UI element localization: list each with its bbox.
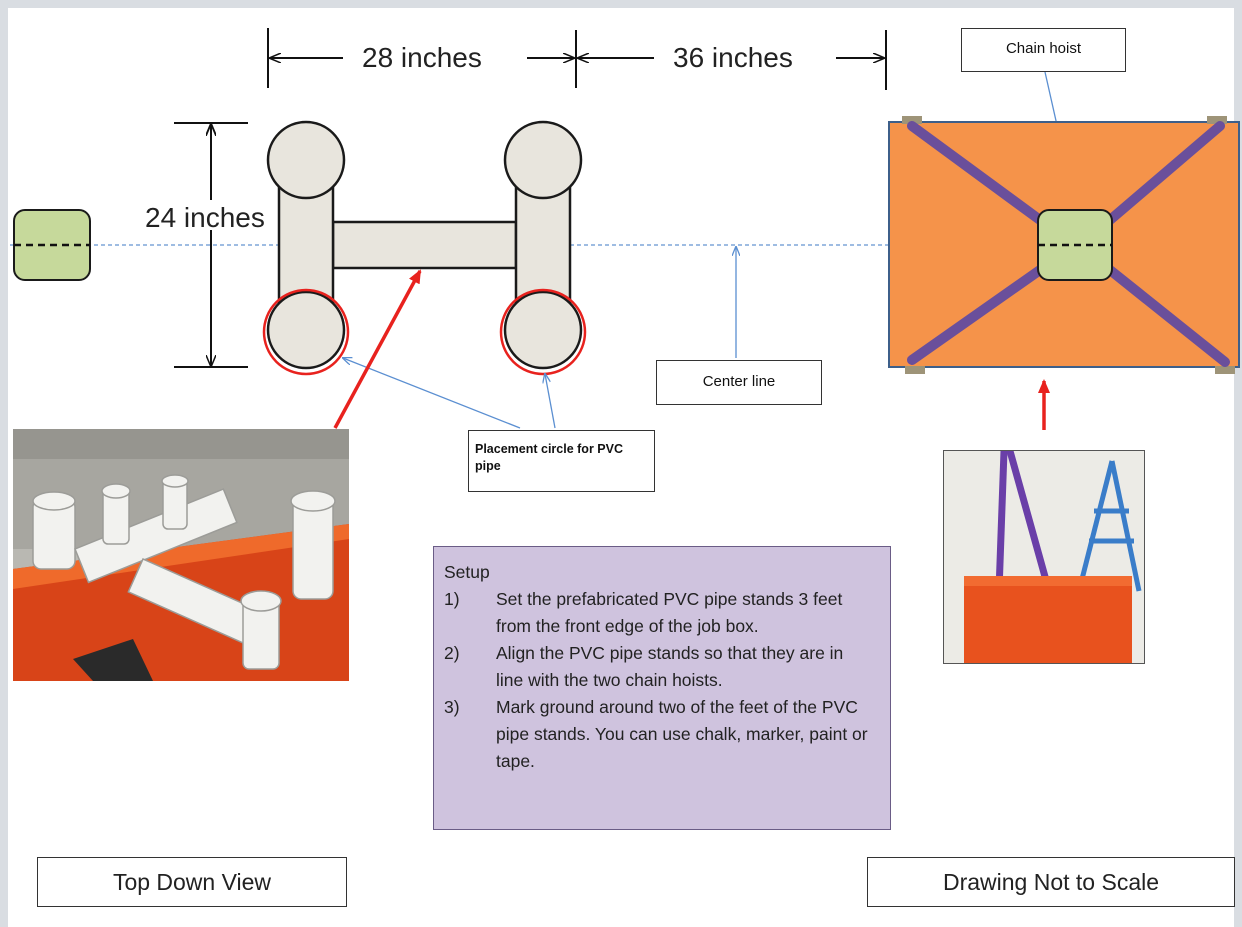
setup-step: 3) Mark ground around two of the feet of … (444, 694, 874, 775)
hoist-pad-left (13, 209, 91, 281)
setup-step: 2) Align the PVC pipe stands so that they… (444, 640, 874, 694)
chain-hoist-callout: Chain hoist (961, 28, 1126, 72)
not-to-scale-label: Drawing Not to Scale (867, 857, 1235, 907)
setup-step-number: 3) (444, 697, 460, 717)
setup-steps: 1) Set the prefabricated PVC pipe stands … (444, 586, 874, 775)
center-line-callout: Center line (656, 360, 822, 405)
top-down-view-label: Top Down View (37, 857, 347, 907)
setup-instructions: Setup 1) Set the prefabricated PVC pipe s… (433, 546, 891, 830)
setup-step-text: Mark ground around two of the feet of th… (496, 697, 868, 771)
setup-step: 1) Set the prefabricated PVC pipe stands … (444, 586, 874, 640)
pvc-pipe-stand (266, 120, 583, 370)
dimension-label-24: 24 inches (145, 202, 265, 233)
diagram-slide: 28 inches 36 inches 24 inches Chain hois… (8, 8, 1240, 927)
job-box-image (944, 451, 1144, 663)
pvc-stand-image (13, 429, 349, 681)
setup-step-text: Align the PVC pipe stands so that they a… (496, 643, 844, 690)
placement-circle-callout: Placement circle for PVC pipe (468, 430, 655, 492)
job-box (888, 116, 1240, 374)
dimension-label-36: 36 inches (673, 42, 793, 73)
dimension-label-28: 28 inches (362, 42, 482, 73)
red-arrows (333, 269, 1050, 430)
pvc-stand-photo (13, 429, 349, 681)
dimension-lines (174, 28, 887, 368)
job-box-photo (943, 450, 1145, 664)
setup-title: Setup (444, 562, 490, 582)
setup-step-number: 1) (444, 589, 460, 609)
setup-step-text: Set the prefabricated PVC pipe stands 3 … (496, 589, 843, 636)
setup-step-number: 2) (444, 643, 460, 663)
